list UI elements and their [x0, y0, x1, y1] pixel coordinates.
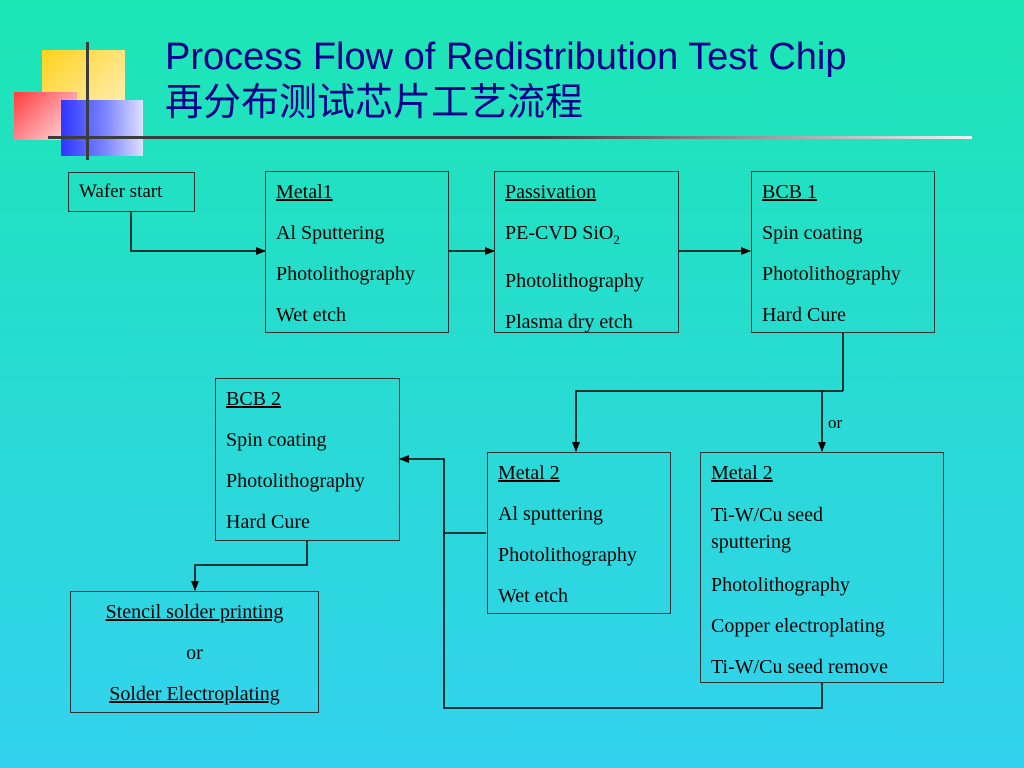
bcb1-step-2: Photolithography	[762, 263, 901, 285]
metal2-al-heading: Metal 2	[498, 462, 560, 484]
logo-blue-square	[61, 100, 143, 156]
wafer-start-label: Wafer start	[79, 181, 163, 202]
title-underline-fade	[540, 136, 972, 139]
metal1-step-3: Wet etch	[276, 304, 347, 326]
box-solder: Stencil solder printing or Solder Electr…	[70, 591, 319, 713]
passivation-step-3: Plasma dry etch	[505, 311, 633, 333]
slide-title: Process Flow of Redistribution Test Chip…	[165, 34, 846, 126]
metal2-cu-step-4: Ti-W/Cu seed remove	[711, 656, 889, 678]
bcb2-step-2: Photolithography	[226, 470, 365, 492]
passivation-step-1-main: PE-CVD SiO	[505, 222, 614, 244]
title-underline-dark	[48, 136, 972, 139]
decorative-logo	[0, 0, 160, 170]
metal2-al-step-1: Al sputtering	[498, 503, 603, 525]
solder-or: or	[186, 642, 203, 664]
box-metal1: Metal1 Al Sputtering Photolithography We…	[265, 171, 449, 333]
solder-option-2: Solder Electroplating	[109, 683, 280, 705]
title-english: Process Flow of Redistribution Test Chip	[165, 36, 847, 78]
solder-option-1: Stencil solder printing	[105, 601, 284, 623]
logo-vertical-line	[86, 42, 89, 160]
metal2-cu-heading: Metal 2	[711, 462, 773, 484]
bcb1-heading: BCB 1	[762, 181, 818, 203]
bcb2-heading: BCB 2	[226, 388, 282, 410]
bcb1-step-3: Hard Cure	[762, 304, 846, 326]
title-chinese: 再分布测试芯片工艺流程	[165, 82, 584, 124]
metal2-cu-step-3: Copper electroplating	[711, 615, 885, 637]
metal1-heading: Metal1	[276, 181, 333, 203]
arrow-bcb2-to-solder	[191, 540, 308, 591]
metal2-cu-step-1: Ti-W/Cu seed sputtering	[711, 504, 824, 553]
passivation-step-2: Photolithography	[505, 270, 644, 292]
title-underline	[0, 0, 1024, 160]
arrow-bcb1-to-metal2-al	[572, 390, 843, 452]
bcb1-step-1: Spin coating	[762, 222, 863, 244]
metal2-al-step-2: Photolithography	[498, 544, 637, 566]
bcb2-step-3: Hard Cure	[226, 511, 310, 533]
passivation-step-1: PE-CVD SiO2	[505, 221, 668, 252]
box-passivation: Passivation PE-CVD SiO2 Photolithography…	[494, 171, 679, 333]
box-metal2-al: Metal 2 Al sputtering Photolithography W…	[487, 452, 671, 614]
metal1-step-2: Photolithography	[276, 263, 415, 285]
box-bcb1: BCB 1 Spin coating Photolithography Hard…	[751, 171, 935, 333]
metal2-cu-step-2: Photolithography	[711, 574, 850, 596]
metal1-step-1: Al Sputtering	[276, 222, 385, 244]
passivation-step-1-subscript: 2	[613, 232, 620, 247]
bcb2-step-1: Spin coating	[226, 429, 327, 451]
arrow-wafer-to-metal1	[130, 211, 266, 255]
box-wafer-start: Wafer start	[68, 172, 195, 212]
or-branch-label: or	[828, 413, 843, 432]
passivation-heading: Passivation	[505, 181, 597, 203]
metal2-al-step-3: Wet etch	[498, 585, 569, 607]
box-bcb2: BCB 2 Spin coating Photolithography Hard…	[215, 378, 400, 541]
box-metal2-cu: Metal 2 Ti-W/Cu seed sputtering Photolit…	[700, 452, 944, 683]
arrow-metal2-al-to-bcb2	[399, 455, 486, 534]
